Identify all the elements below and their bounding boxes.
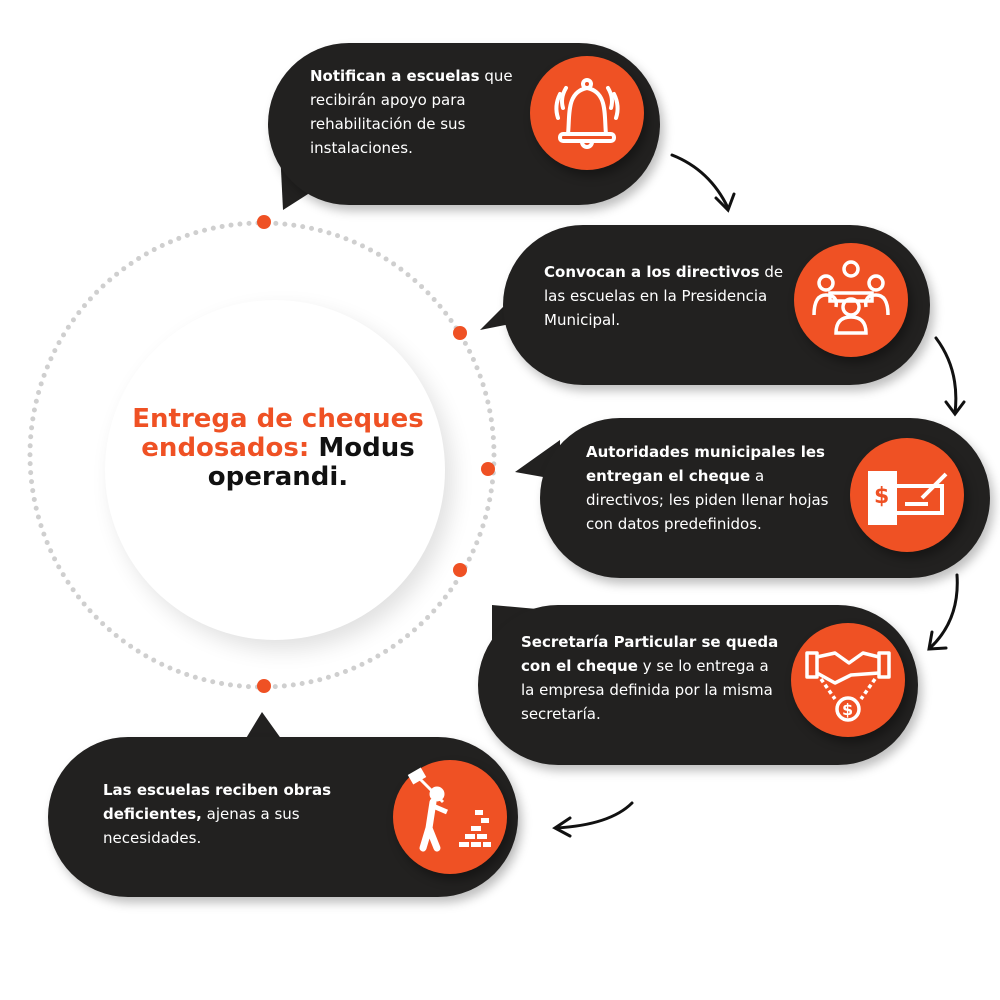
- step-marker-dot: [453, 326, 467, 340]
- arrow-head: [714, 192, 736, 213]
- step-text-3: Autoridades municipales les entregan el …: [586, 440, 846, 536]
- bell-icon: [530, 56, 644, 170]
- arrow-head: [927, 630, 948, 651]
- title-part-1: Entrega de cheques endosados:: [132, 404, 424, 463]
- handshake-money-icon: $: [791, 623, 905, 737]
- step-bold: Autoridades municipales les entregan el …: [586, 443, 825, 485]
- step-rest: que recibirán apoyo para rehabilitación …: [310, 67, 513, 157]
- center-circle: [105, 300, 445, 640]
- arrow-head: [944, 400, 966, 417]
- meeting-icon: [794, 243, 908, 357]
- svg-text:$: $: [874, 484, 889, 509]
- step-text-4: Secretaría Particular se queda con el ch…: [521, 630, 781, 726]
- step-bold: Secretaría Particular se queda con el ch…: [521, 633, 779, 675]
- step-rest: ajenas a sus necesidades.: [103, 805, 300, 847]
- step-rest: a directivos; les piden llenar hojas con…: [586, 467, 829, 533]
- bubble-tail: [245, 712, 282, 740]
- dotted-cycle-ring: [27, 220, 497, 690]
- step-rest: y se lo entrega a la empresa definida po…: [521, 657, 773, 723]
- step-marker-dot: [453, 563, 467, 577]
- flow-arrow: [554, 801, 634, 830]
- step-text-5: Las escuelas reciben obras deficientes, …: [103, 778, 353, 850]
- step-text-1: Notifican a escuelas que recibirán apoyo…: [310, 64, 525, 160]
- step-marker-dot: [257, 679, 271, 693]
- diagram-title: Entrega de cheques endosados: Modus oper…: [108, 405, 448, 492]
- step-marker-dot: [481, 462, 495, 476]
- step-text-2: Convocan a los directivos de las escuela…: [544, 260, 784, 332]
- demolition-icon: [393, 760, 507, 874]
- check-signing-icon: $: [850, 438, 964, 552]
- step-rest: de las escuelas en la Presidencia Munici…: [544, 263, 784, 329]
- step-marker-dot: [257, 215, 271, 229]
- step-bold: Las escuelas reciben obras deficientes,: [103, 781, 331, 823]
- svg-text:$: $: [842, 700, 853, 719]
- arrow-head: [552, 816, 572, 838]
- step-bold: Convocan a los directivos: [544, 263, 760, 281]
- step-bold: Notifican a escuelas: [310, 67, 480, 85]
- title-part-2: Modus operandi.: [207, 433, 415, 492]
- flow-arrow: [670, 153, 730, 210]
- flow-arrow: [934, 336, 958, 415]
- flow-arrow: [928, 573, 959, 650]
